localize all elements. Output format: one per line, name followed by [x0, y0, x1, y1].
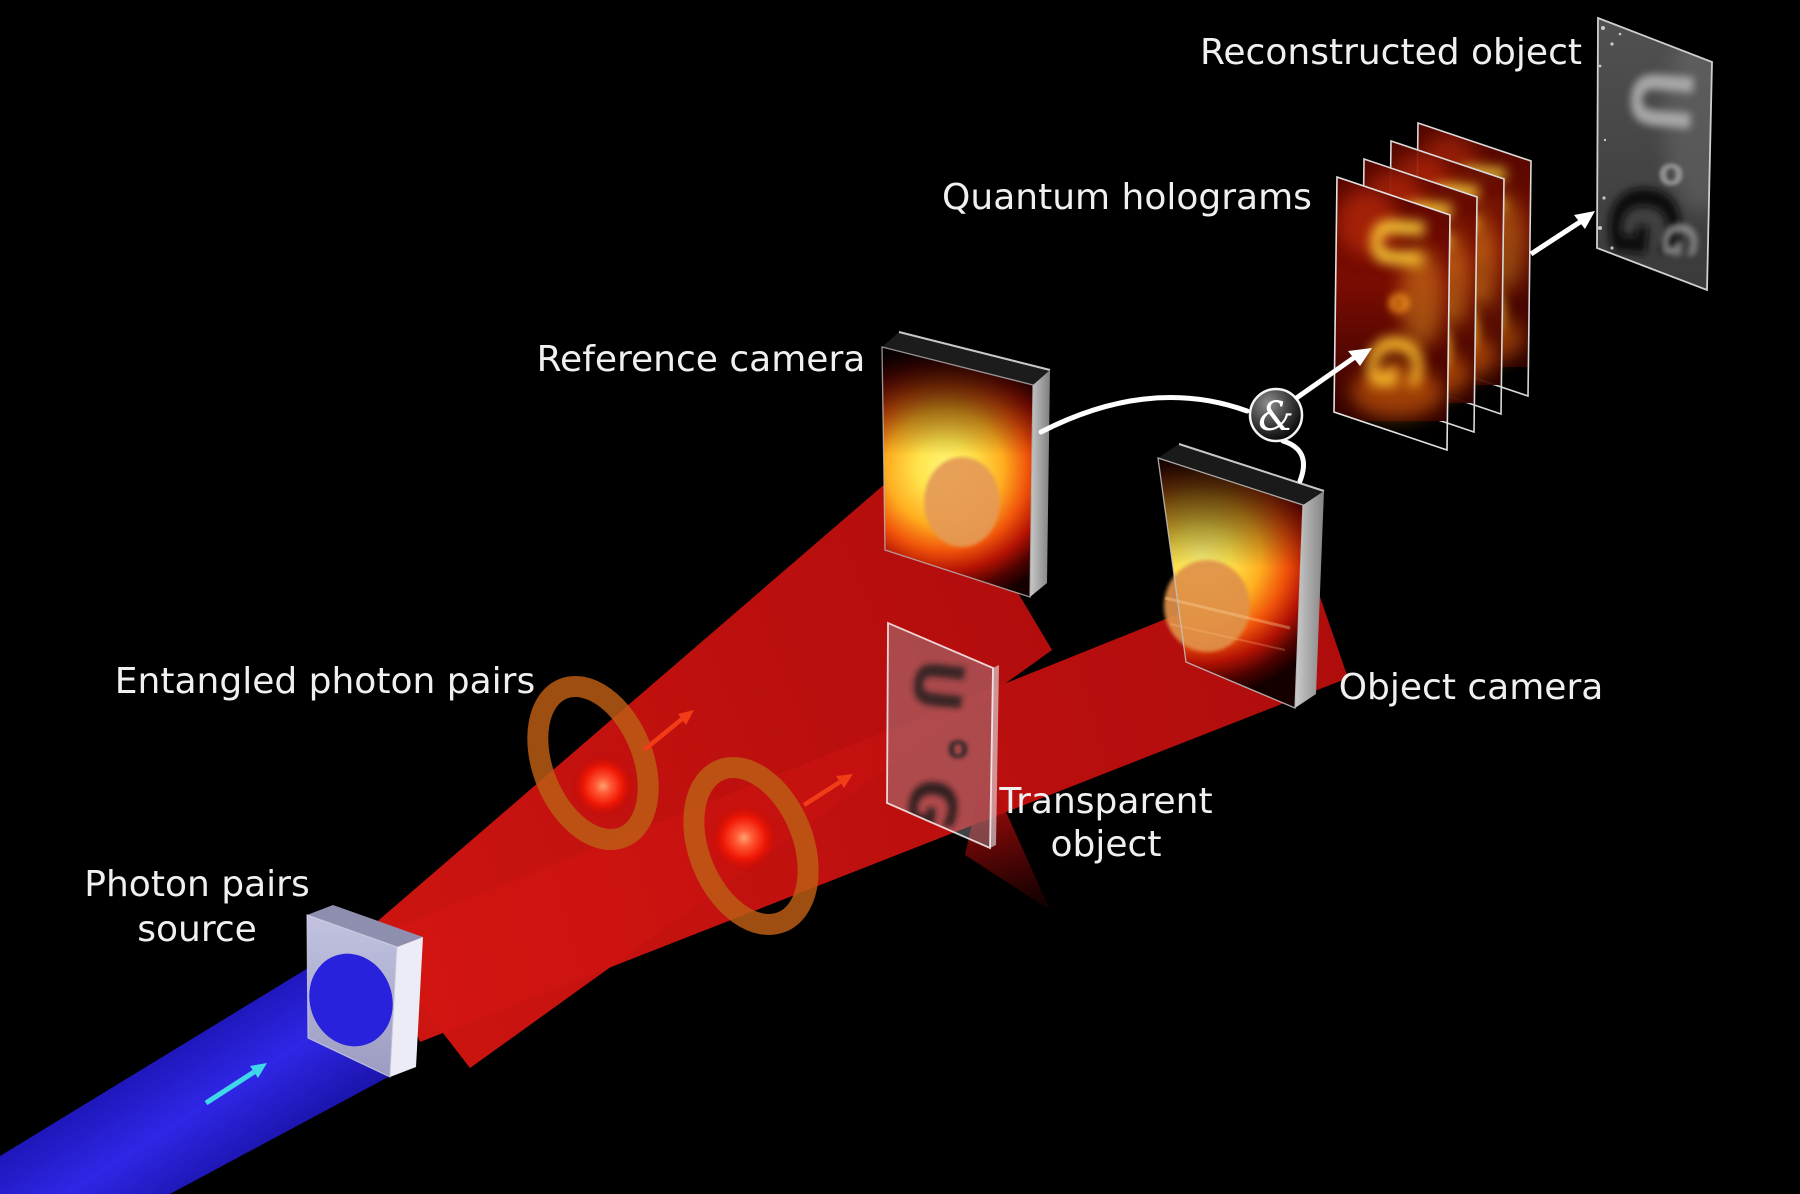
reference-camera	[881, 331, 1051, 598]
transparent-object-plate: U o G	[886, 621, 999, 850]
transparent-object-label-line2: object	[1051, 824, 1162, 865]
reconstruction-arrow-icon	[1529, 211, 1595, 257]
photon-dot	[571, 754, 635, 818]
transparent-object-label-line1: Transparent	[998, 781, 1212, 822]
photon-pairs-source-crystal	[306, 905, 423, 1078]
reference-speckle-blob	[924, 457, 1000, 547]
ampersand-icon: &	[1258, 394, 1294, 440]
recon-letter-u: U	[1609, 63, 1709, 138]
combine-arrow-icon	[1293, 348, 1372, 402]
recon-letter-g-light: G	[1650, 219, 1707, 261]
reference-connector-line	[1038, 395, 1250, 435]
object-connector-line	[1280, 438, 1306, 484]
entanglement-ribbon	[527, 675, 819, 935]
reconstructed-object-panel: U o G G	[1585, 16, 1713, 292]
pump-arrow-icon	[204, 1063, 267, 1106]
quantum-hologram-stack	[1333, 121, 1532, 452]
reconstructed-object-label: Reconstructed object	[1200, 32, 1582, 73]
recon-letter-g-dark: G	[1585, 179, 1700, 265]
pump-beam	[0, 962, 405, 1194]
object-camera	[1157, 443, 1325, 709]
photon-dot	[709, 803, 779, 873]
object-beam	[378, 562, 1348, 1042]
photon-pairs-source-label-line1: Photon pairs	[84, 864, 309, 905]
ampersand-node: &	[1248, 387, 1304, 443]
beam-direction-arrow-icon	[642, 710, 694, 752]
entangled-photon-pairs-label: Entangled photon pairs	[115, 661, 535, 702]
recon-letter-o: o	[1658, 150, 1684, 194]
object-speckle-blob	[1164, 560, 1250, 652]
plate-letter-u: U	[896, 655, 978, 716]
beam-spill	[965, 765, 1050, 910]
hologram-panel	[1333, 175, 1451, 452]
quantum-holograms-label: Quantum holograms	[942, 177, 1312, 218]
pump-spot	[309, 953, 393, 1047]
beam-direction-arrow-icon	[802, 774, 853, 807]
photon-pairs-source-label-line2: source	[137, 909, 257, 950]
object-camera-label: Object camera	[1339, 667, 1604, 708]
reference-camera-label: Reference camera	[537, 339, 866, 380]
plate-letter-o: o	[947, 728, 969, 766]
